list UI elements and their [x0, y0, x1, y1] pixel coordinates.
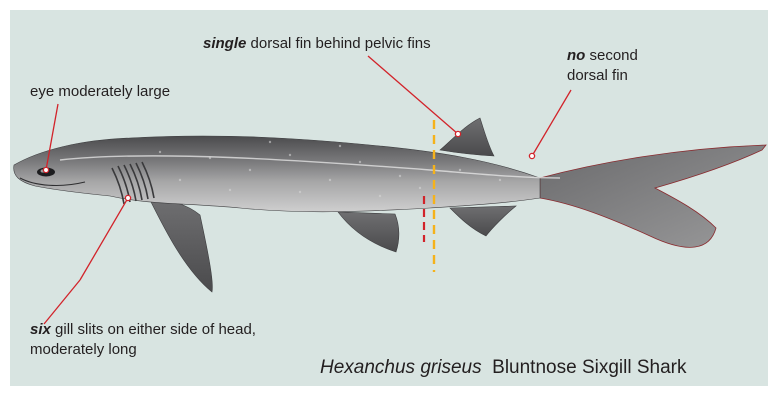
dorsal-fin-label-text: dorsal fin behind pelvic fins [246, 35, 430, 52]
dorsal-fin-label-emphasis: single [203, 35, 246, 52]
species-caption: Hexanchus griseus Bluntnose Sixgill Shar… [320, 356, 686, 380]
common-name: Bluntnose Sixgill Shark [492, 357, 686, 378]
pelvic-fin [338, 212, 399, 252]
second-dorsal-label-emphasis: no [567, 47, 585, 64]
gill-slits-label-emphasis: six [30, 321, 51, 338]
eye-label-text: eye moderately large [30, 83, 170, 100]
anal-fin [450, 206, 516, 236]
scientific-name: Hexanchus griseus [320, 357, 482, 378]
dorsal-fin [440, 118, 494, 156]
second-dorsal-label-text: second [585, 47, 638, 64]
second-dorsal-label-line2: dorsal fin [567, 66, 638, 86]
pectoral-fin [150, 200, 212, 292]
gill-slits-label-text: gill slits on either side of head, [51, 321, 256, 338]
gill-slits-label: six gill slits on either side of head, m… [30, 320, 256, 360]
gill-slits-label-line2: moderately long [30, 340, 256, 360]
caudal-fin [540, 145, 766, 247]
second-dorsal-label: no second dorsal fin [567, 46, 638, 86]
dorsal-fin-label: single dorsal fin behind pelvic fins [203, 34, 431, 54]
eye-label: eye moderately large [30, 82, 170, 102]
